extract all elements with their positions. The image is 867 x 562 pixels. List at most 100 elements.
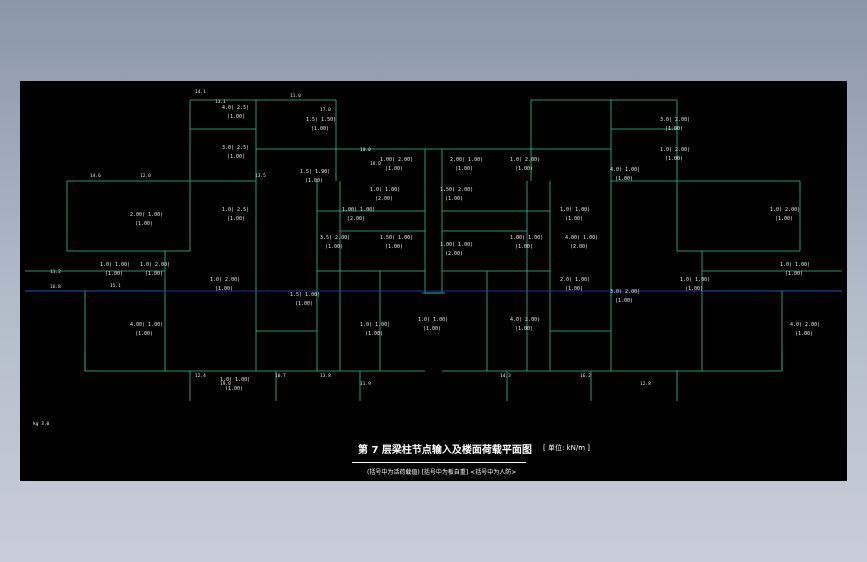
slab-label[interactable]: 1.0( 2.5) (1.00) bbox=[222, 207, 249, 222]
slab-label[interactable]: 1.0( 1.00) (1.00) bbox=[220, 377, 250, 392]
slab-live-value: (1.00) bbox=[565, 286, 583, 292]
slab-label[interactable]: 1.0( 2.00) (1.00) bbox=[210, 277, 240, 292]
slab-label[interactable]: 3.5( 2.00) (1.00) bbox=[320, 235, 350, 250]
beam-load-label: 19.0 bbox=[220, 381, 231, 387]
slab-load-value: 1.0( 1.00) bbox=[360, 322, 390, 328]
slab-live-value: (1.00) bbox=[785, 271, 803, 277]
slab-load-value: 1.0( 1.00) bbox=[780, 262, 810, 268]
slab-load-value: 3.0( 2.00) bbox=[660, 117, 690, 123]
slab-label[interactable]: 1.0( 1.00)(1.00) bbox=[418, 317, 448, 332]
slab-label[interactable]: 1.0( 1.00)(1.00) bbox=[100, 262, 130, 277]
slab-label[interactable]: 1.50( 2.00)(1.00) bbox=[440, 187, 473, 202]
slab-live-value: (1.00) bbox=[615, 298, 633, 304]
slab-label[interactable]: 1.0( 1.00)(1.00) bbox=[560, 207, 590, 222]
slab-live-value: (1.00) bbox=[455, 166, 473, 172]
beam-load-label: 16.8 bbox=[50, 284, 61, 290]
slab-load-value: 3.5( 2.00) bbox=[320, 235, 350, 241]
slab-label[interactable]: 1.0( 2.00)(1.00) bbox=[140, 262, 170, 277]
slab-live-value: (1.00) bbox=[227, 154, 245, 160]
slab-load-value: 1.5( 1.00) bbox=[290, 292, 320, 298]
slab-label[interactable]: 1.00( 2.00)(1.00) bbox=[380, 157, 413, 172]
slab-live-value: (1.00) bbox=[385, 166, 403, 172]
beam-load-label: 12.0 bbox=[140, 173, 151, 179]
slab-label[interactable]: 1.0( 1.00)(2.00) bbox=[370, 187, 400, 202]
slab-live-value: (1.00) bbox=[615, 176, 633, 182]
beam-load-label: 12.8 bbox=[640, 381, 651, 387]
scale-label: kg 3.0 bbox=[33, 422, 50, 427]
slab-live-value: (2.00) bbox=[375, 196, 393, 202]
slab-live-value: (1.00) bbox=[515, 166, 533, 172]
slab-label[interactable]: 3.0( 2.00) (1.00) bbox=[660, 117, 690, 132]
slab-label[interactable]: 2.00( 1.00)(1.00) bbox=[450, 157, 483, 172]
slab-label[interactable]: 2.0( 1.00)(1.00) bbox=[560, 277, 590, 292]
slab-label[interactable]: 1.00( 1.00)(1.00) bbox=[510, 235, 543, 250]
slab-label[interactable]: 1.00( 1.00)(2.00) bbox=[342, 207, 375, 222]
slab-live-value: (1.00) bbox=[215, 286, 233, 292]
slab-load-value: 1.00( 1.00) bbox=[342, 207, 375, 213]
slab-load-value: 1.0( 2.00) bbox=[510, 157, 540, 163]
slab-label[interactable]: 4.0( 2.00)(1.00) bbox=[790, 322, 820, 337]
slab-load-value: 1.5( 1.50) bbox=[306, 117, 336, 123]
slab-load-value: 4.0( 2.00) bbox=[510, 317, 540, 323]
slab-label[interactable]: 4.0( 1.00) (1.00) bbox=[610, 167, 640, 182]
slab-live-value: (1.00) bbox=[385, 244, 403, 250]
slab-load-value: 4.0( 1.00) bbox=[610, 167, 640, 173]
slab-label[interactable]: 1.5( 1.00) (1.00) bbox=[290, 292, 320, 307]
slab-label[interactable]: 4.0( 2.00) (1.00) bbox=[510, 317, 540, 332]
slab-label[interactable]: 4.00( 1.00)(1.00) bbox=[130, 322, 163, 337]
cad-drawing-viewport[interactable]: 4.0( 2.5)(1.00) 3.0( 2.5) (1.00) 1.0( 2.5) (… bbox=[20, 81, 847, 481]
slab-live-value: (1.00) bbox=[665, 156, 683, 162]
slab-load-value: 3.0( 2.00) bbox=[610, 289, 640, 295]
slab-label[interactable]: 4.0( 2.5)(1.00) bbox=[222, 105, 249, 120]
slab-live-value: (1.00) bbox=[135, 221, 153, 227]
slab-label[interactable]: 1.0( 2.00) (1.00) bbox=[660, 147, 690, 162]
beam-load-label: 14.6 bbox=[90, 173, 101, 179]
beam-load-label: 14.1 bbox=[195, 89, 206, 95]
slab-load-value: 1.0( 2.00) bbox=[770, 207, 800, 213]
slab-load-value: 1.00( 1.00) bbox=[440, 242, 473, 248]
slab-live-value: (1.00) bbox=[795, 331, 813, 337]
slab-live-value: (1.00) bbox=[515, 326, 533, 332]
title-underline bbox=[352, 462, 526, 463]
beam-load-label: 13.5 bbox=[255, 173, 266, 179]
slab-label[interactable]: 1.5( 1.50)(1.00) bbox=[306, 117, 336, 132]
slab-load-value: 4.00( 1.00) bbox=[130, 322, 163, 328]
slab-label[interactable]: 1.0( 1.00)(1.00) bbox=[680, 277, 710, 292]
slab-live-value: (1.00) bbox=[305, 178, 323, 184]
beam-load-label: 11.9 bbox=[360, 381, 371, 387]
slab-load-value: 3.0( 2.5) bbox=[222, 145, 249, 151]
beam-load-label: 17.0 bbox=[320, 107, 331, 113]
slab-label[interactable]: 1.0( 2.00)(1.00) bbox=[770, 207, 800, 222]
slab-label[interactable]: 1.50( 1.00)(1.00) bbox=[380, 235, 413, 250]
floor-plan: 4.0( 2.5)(1.00) 3.0( 2.5) (1.00) 1.0( 2.5) (… bbox=[25, 89, 842, 401]
slab-live-value: (1.00) bbox=[227, 216, 245, 222]
slab-label[interactable]: 1.0( 2.00) (1.00) bbox=[510, 157, 540, 172]
beam-load-label: 12.4 bbox=[195, 373, 206, 379]
slab-live-value: (1.00) bbox=[445, 196, 463, 202]
slab-label[interactable]: 4.00( 1.00)(2.00) bbox=[565, 235, 598, 250]
slab-load-value: 1.0( 1.00) bbox=[220, 377, 250, 383]
slab-live-value: (1.00) bbox=[295, 301, 313, 307]
slab-load-value: 1.0( 2.5) bbox=[222, 207, 249, 213]
slab-label[interactable]: 2.00( 1.00) (1.00) bbox=[130, 212, 163, 227]
slab-live-value: (1.00) bbox=[365, 331, 383, 337]
slab-load-value: 1.0( 2.00) bbox=[210, 277, 240, 283]
slab-live-value: (1.00) bbox=[225, 386, 243, 392]
slab-label[interactable]: 3.0( 2.5) (1.00) bbox=[222, 145, 249, 160]
slab-label[interactable]: 1.00( 1.00) (2.00) bbox=[440, 242, 473, 257]
beam-load-label: 15.1 bbox=[110, 283, 121, 289]
slab-label[interactable]: 3.0( 2.00) (1.00) bbox=[610, 289, 640, 304]
beam-load-label: 11.2 bbox=[50, 269, 61, 275]
legend-note: (括号中为活荷载值) [括号中为板自重] <括号中为人防> bbox=[367, 469, 517, 476]
slab-live-value: (2.00) bbox=[445, 251, 463, 257]
beam-load-label: 14.3 bbox=[500, 373, 511, 379]
slab-live-value: (1.00) bbox=[325, 244, 343, 250]
slab-label[interactable]: 1.5( 1.90)(1.00) bbox=[300, 169, 330, 184]
slab-live-value: (2.00) bbox=[570, 244, 588, 250]
slab-live-value: (1.00) bbox=[665, 126, 683, 132]
slab-load-value: 2.00( 1.00) bbox=[130, 212, 163, 218]
slab-load-value: 1.0( 2.00) bbox=[660, 147, 690, 153]
slab-label[interactable]: 1.0( 1.00) (1.00) bbox=[360, 322, 390, 337]
slab-live-value: (1.00) bbox=[423, 326, 441, 332]
slab-label[interactable]: 1.0( 1.00) (1.00) bbox=[780, 262, 810, 277]
